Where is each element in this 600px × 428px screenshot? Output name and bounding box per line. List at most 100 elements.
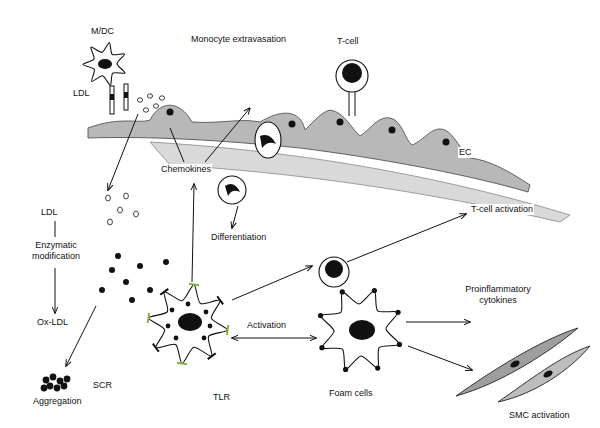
cell-label: EC [458, 147, 473, 158]
macrophage [148, 284, 227, 363]
ox-ldl-particle [204, 310, 209, 315]
cell-label: M/DC [90, 26, 115, 37]
monocyte [218, 176, 246, 204]
process-label: Monocyte extravasation [190, 34, 287, 45]
ox-ldl-particle [186, 302, 191, 307]
receptor-stalk [349, 92, 350, 116]
process-label: Activation [246, 320, 287, 331]
presentation-arrow [232, 266, 312, 300]
receptor-end [318, 313, 323, 318]
cell-nucleus [225, 184, 240, 196]
cell-nucleus [542, 369, 554, 379]
ox-ldl-particle [166, 324, 171, 329]
receptor-label: SCR [92, 380, 113, 391]
receptor-end [340, 289, 345, 294]
aggregate-particle [47, 383, 54, 390]
ox-ldl-particle [123, 279, 129, 285]
ox-ldl-particle [202, 336, 207, 341]
aggregate-particle [54, 385, 61, 392]
chemokine-line [170, 128, 184, 162]
cell-label: T-cell [336, 36, 360, 47]
particle-label: Ox-LDL [36, 317, 69, 328]
ldl-particle [134, 211, 139, 217]
modification-arrow [55, 268, 56, 313]
endothelium [88, 105, 530, 192]
aggregate-particle [61, 383, 68, 390]
monocyte [255, 122, 281, 158]
process-label: SMC activation [508, 410, 571, 421]
ox-ldl-particle [115, 253, 121, 259]
ldl-entry-arrow [108, 114, 138, 190]
receptor-end [372, 288, 377, 293]
receptor-label: TLR [212, 392, 231, 403]
particle-label: LDL [40, 207, 59, 218]
cell-nucleus [349, 320, 375, 340]
ox-ldl-particle [170, 308, 175, 313]
receptor-end [343, 367, 348, 372]
cytokine-arrow [406, 322, 470, 323]
ec-nucleus [337, 119, 344, 126]
scavenger-receptor [227, 325, 228, 335]
tlr-receptor [160, 289, 168, 295]
ldl-particle [118, 207, 123, 213]
aggregation-arrow [66, 306, 96, 366]
emigration-arrow [192, 184, 194, 282]
ox-ldl-particle [129, 297, 135, 303]
scavenger-receptor [148, 313, 149, 323]
cell-nucleus [325, 260, 343, 278]
ldl-particle [143, 108, 148, 112]
dendritic-cell [83, 42, 125, 85]
scavenger-receptor [177, 363, 187, 364]
receptor-end [395, 310, 400, 315]
ldl-particle [147, 94, 152, 98]
t-cell-activation-arrow [347, 214, 466, 262]
t-cell [319, 257, 349, 287]
ldl-particle [124, 193, 129, 199]
ldl-particle [153, 104, 158, 108]
receptor-band [124, 92, 128, 98]
receptor-end [319, 345, 324, 350]
smooth-muscle-cell [498, 346, 590, 402]
aggregate-particle [64, 376, 71, 383]
tlr-receptor [217, 296, 223, 304]
ox-ldl-particle [99, 287, 105, 293]
receptor-end [375, 365, 380, 370]
particle-label: LDL [72, 88, 91, 99]
chemokine-arrow [205, 108, 250, 162]
tlr-receptor [208, 353, 216, 359]
ox-ldl-particle [208, 324, 213, 329]
ec-nucleus [443, 139, 450, 146]
receptor-stalk [124, 84, 128, 110]
process-label: Chemokines [160, 164, 212, 175]
process-label: Aggregation [32, 396, 83, 407]
ox-ldl-particle [163, 259, 169, 265]
ox-ldl-particle [109, 267, 115, 273]
receptor-end [397, 342, 402, 347]
cell-label: Foam cells [328, 388, 374, 399]
aggregate-particle [41, 385, 48, 392]
receptor-stalk [110, 86, 114, 114]
scavenger-receptor [189, 284, 199, 285]
differentiation-arrow [232, 206, 238, 228]
cell-nucleus [342, 63, 362, 83]
cell-nucleus [260, 135, 276, 148]
tlr-receptor [153, 344, 159, 352]
process-label: Proinflammatory cytokines [452, 284, 544, 306]
ec-nucleus [167, 109, 174, 116]
receptor-band [110, 94, 114, 100]
process-label: T-cell activation [470, 204, 534, 215]
cell-nucleus [98, 59, 112, 69]
ldl-particle [108, 219, 113, 225]
ldl-particle [137, 98, 142, 102]
t-cell [336, 60, 368, 92]
cell-nucleus [509, 359, 521, 369]
process-label: Differentiation [210, 232, 267, 243]
ldl-particle [106, 195, 111, 201]
modification-line [55, 221, 56, 237]
ec-nucleus [389, 127, 396, 134]
ox-ldl-particle [174, 336, 179, 341]
activation-arrow [232, 338, 316, 339]
aggregate-particle [50, 374, 57, 381]
ec-nucleus [289, 121, 296, 128]
